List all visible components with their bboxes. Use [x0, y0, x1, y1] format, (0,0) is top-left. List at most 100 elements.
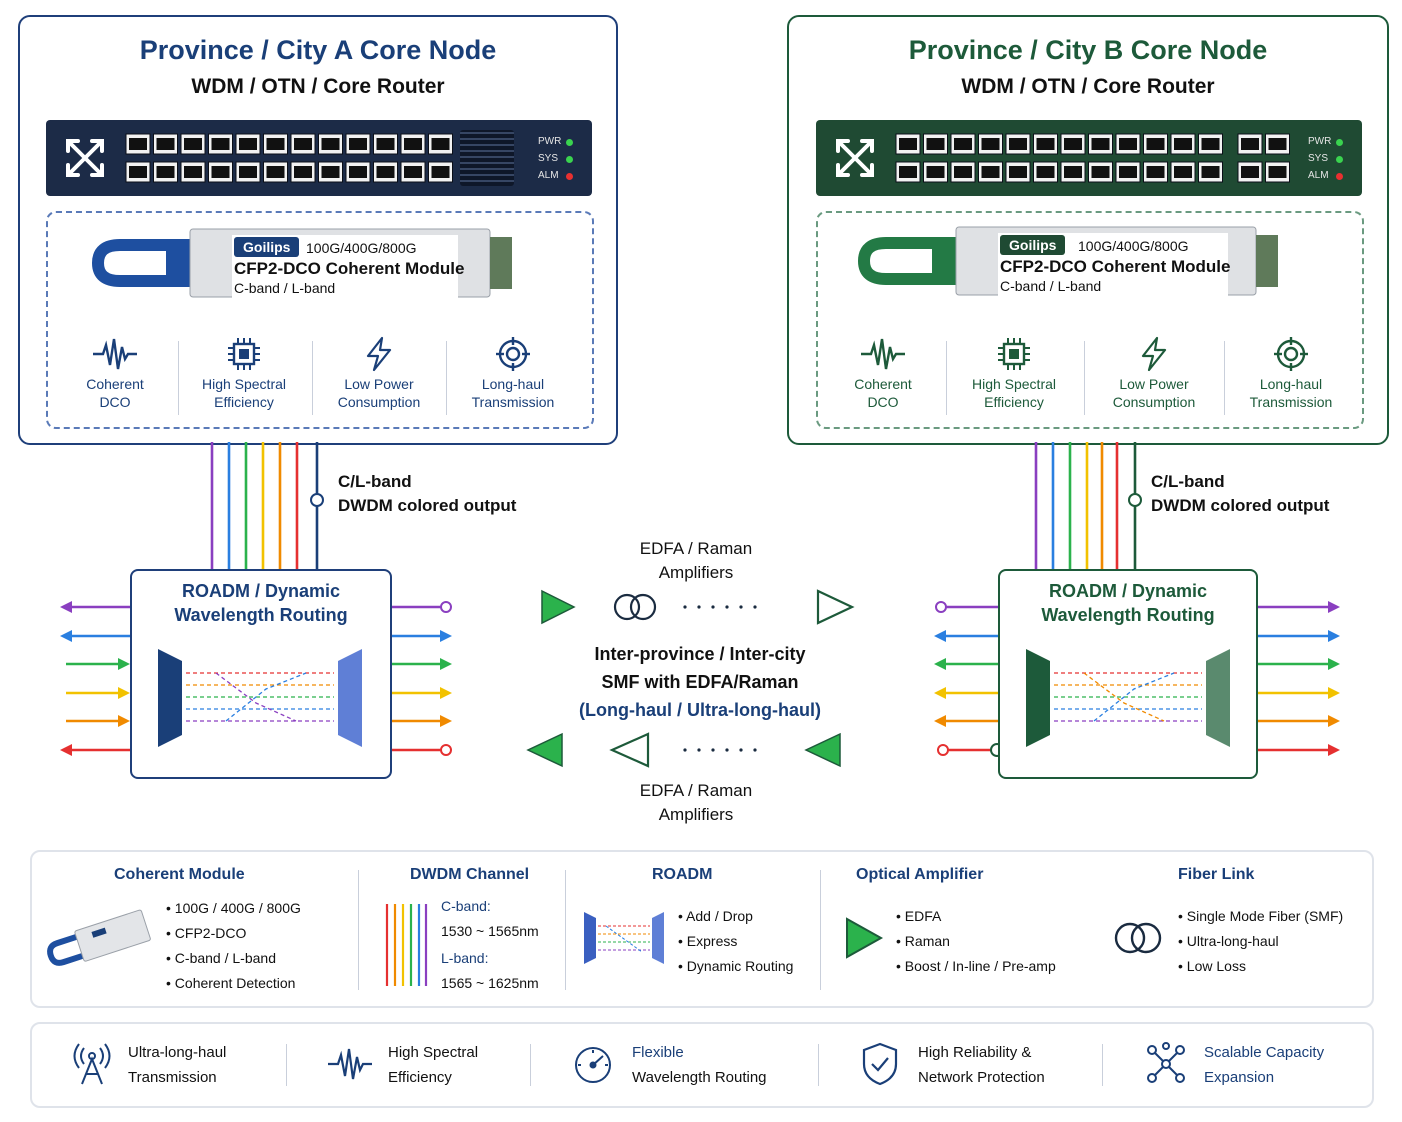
list-item: EDFA	[904, 908, 942, 924]
roadm-l1: ROADM / Dynamic	[1048, 581, 1208, 601]
module-area-a: Goilips 100G/400G/800G CFP2-DCO Coherent…	[46, 211, 594, 429]
waveform-icon	[93, 338, 137, 370]
chip-icon	[228, 338, 260, 370]
divider	[820, 870, 821, 990]
router-port-socket	[1241, 166, 1259, 178]
feature-l2: Consumption	[337, 394, 421, 410]
list-item: CFP2-DCO	[174, 925, 247, 941]
drop-arrows-right-of-roadm-a	[390, 605, 452, 752]
feature-l1: Low Power	[1119, 376, 1189, 392]
amplifier-icon	[846, 917, 884, 959]
router-port-socket	[1036, 166, 1055, 178]
led-label-sys: SYS	[1308, 153, 1329, 164]
module-thumbnail-icon	[47, 909, 151, 966]
feature-l2: DCO	[99, 394, 131, 410]
router-port-socket	[211, 166, 230, 178]
lightning-icon	[1141, 336, 1167, 372]
feature-l1: Coherent	[86, 376, 144, 392]
feature-l1: Long-haul	[1259, 376, 1323, 392]
divider	[178, 341, 179, 415]
roadm-mini-icon	[584, 912, 664, 964]
led-label-pwr: PWR	[1308, 136, 1332, 147]
router-port-socket	[156, 166, 175, 178]
feature-l1: Long-haul	[481, 376, 545, 392]
router-port-socket	[1064, 166, 1082, 178]
feature-l2: Consumption	[1112, 394, 1196, 410]
benefit-l1: Flexible	[632, 1044, 684, 1061]
legend-coherent-list: • 100G / 400G / 800G • CFP2-DCO • C-band…	[166, 900, 301, 991]
legend-panel: Coherent Module • 100G / 400G / 800G • C…	[30, 850, 1374, 1008]
divider	[312, 341, 313, 415]
legend-fiber-list: • Single Mode Fiber (SMF) • Ultra-long-h…	[1178, 908, 1344, 974]
legend-roadm-list: • Add / Drop • Express • Dynamic Routing	[678, 908, 794, 974]
shield-icon	[862, 1042, 898, 1086]
roadm-l2: Wavelength Routing	[1041, 605, 1215, 625]
gauge-icon	[575, 1047, 611, 1083]
amp-l2: Amplifiers	[658, 563, 734, 582]
router-port-socket	[1091, 166, 1110, 178]
router-port-socket	[1201, 138, 1220, 150]
drop-arrows-left-of-roadm-b	[934, 605, 998, 752]
router-port-socket	[376, 138, 395, 150]
waveform-icon	[861, 338, 905, 370]
router-port-socket	[184, 138, 202, 150]
port-array	[895, 133, 1290, 183]
router-port-socket	[1036, 138, 1055, 150]
router-port-socket	[349, 138, 367, 150]
amplifier-icon	[526, 732, 563, 768]
benefit-l1: Ultra-long-haul	[128, 1044, 227, 1061]
benefit-l2: Transmission	[128, 1069, 217, 1086]
legend-amp-title: Optical Amplifier	[856, 866, 984, 883]
led-label-alm: ALM	[1308, 170, 1329, 181]
router-port-socket	[349, 166, 367, 178]
router-port-socket	[1201, 166, 1220, 178]
module-name: CFP2-DCO Coherent Module	[1000, 257, 1231, 276]
led-pwr	[1336, 139, 1343, 146]
router-port-socket	[1119, 138, 1137, 150]
roadm-l1: ROADM / Dynamic	[181, 581, 341, 601]
lightning-icon	[366, 336, 392, 372]
router-port-socket	[899, 166, 917, 178]
router-port-socket	[1174, 166, 1192, 178]
port-array	[125, 133, 453, 183]
benefit-l2: Efficiency	[388, 1069, 452, 1086]
divider	[565, 870, 566, 990]
node-a-panel: Province / City A Core Node WDM / OTN / …	[18, 15, 618, 445]
link-l2: SMF with EDFA/Raman	[601, 672, 799, 692]
router-port-socket	[954, 138, 972, 150]
router-port-socket	[129, 138, 147, 150]
module-rates: 100G/400G/800G	[1078, 238, 1189, 254]
list-item: Add / Drop	[686, 908, 753, 924]
divider	[1102, 1044, 1103, 1086]
node-b-subtitle: WDM / OTN / Core Router	[961, 75, 1215, 98]
router-port-socket	[376, 166, 395, 178]
router-port-socket	[1268, 138, 1287, 150]
router-port-socket	[294, 138, 312, 150]
benefit-l2: Expansion	[1204, 1069, 1275, 1086]
router-port-socket	[184, 166, 202, 178]
crossconnect-icon	[836, 139, 874, 177]
feature-l1: High Spectral	[201, 376, 287, 392]
led-sys	[566, 156, 573, 163]
list-item: Dynamic Routing	[686, 958, 794, 974]
module-area-b: Goilips 100G/400G/800G CFP2-DCO Coherent…	[816, 211, 1364, 429]
trunk-bottom	[440, 732, 1004, 768]
fiber-spool-icon	[1114, 922, 1162, 954]
feature-l2: DCO	[867, 394, 899, 410]
node-a-subtitle: WDM / OTN / Core Router	[191, 75, 445, 98]
router-port-socket	[954, 166, 972, 178]
wss-switch-graphic	[1026, 649, 1230, 747]
fiber-bundle-a	[210, 442, 324, 570]
benefit-l1: Scalable Capacity	[1204, 1044, 1325, 1061]
router-port-socket	[211, 138, 230, 150]
